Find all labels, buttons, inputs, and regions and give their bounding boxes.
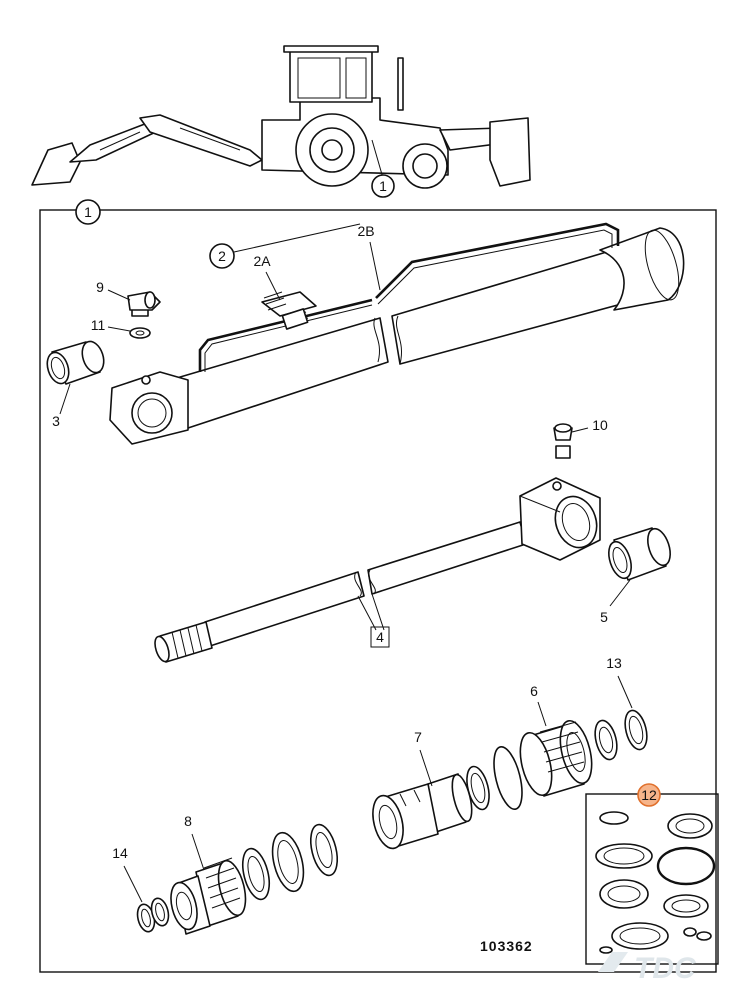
cylinder-barrel — [109, 227, 685, 445]
callout-nut: 8 — [184, 813, 192, 829]
bush-3 — [46, 340, 105, 385]
gland — [372, 773, 473, 850]
callout-bush-3: 3 — [52, 413, 60, 429]
callout-ring-14: 14 — [112, 845, 128, 861]
assembly-callout-frame: 1 — [84, 204, 92, 220]
seal-ring-13 — [624, 709, 648, 751]
drawing-code: 103362 — [480, 938, 533, 954]
callout-pipe: 2 — [218, 248, 226, 264]
seal-kit-box — [585, 793, 719, 965]
bush-5 — [608, 527, 671, 581]
callout-pipe-a: 2A — [253, 253, 271, 269]
piston — [519, 719, 593, 797]
callout-bush-5: 5 — [600, 609, 608, 625]
callout-washer-11: 11 — [91, 317, 106, 333]
grease-nipple-elbow — [127, 291, 161, 317]
assembly-callout-top: 1 — [379, 178, 387, 194]
washer — [129, 327, 151, 339]
backhoe-loader-illustration: 1 — [31, 45, 531, 198]
callout-grease-10: 10 — [592, 417, 608, 433]
seal-kit-highlight — [637, 783, 661, 807]
pipe-clamp — [261, 291, 317, 330]
assembly-frame — [39, 209, 717, 973]
watermark-text: TDC — [634, 952, 697, 985]
piston-rod — [154, 477, 601, 663]
callout-piston: 6 — [530, 683, 538, 699]
wear-ring — [594, 719, 618, 761]
grease-nipple-straight — [553, 423, 573, 459]
tdc-watermark: TDC — [598, 952, 697, 985]
callout-gland: 7 — [414, 729, 422, 745]
callout-ring-13: 13 — [606, 655, 622, 671]
callout-rod: 4 — [376, 629, 384, 645]
gland-nut — [170, 857, 247, 935]
assembly-callout-badge — [75, 199, 101, 225]
callout-pipe-b: 2B — [357, 223, 374, 239]
callout-grease-9: 9 — [96, 279, 104, 295]
callout-seal-kit: 12 — [641, 787, 657, 803]
